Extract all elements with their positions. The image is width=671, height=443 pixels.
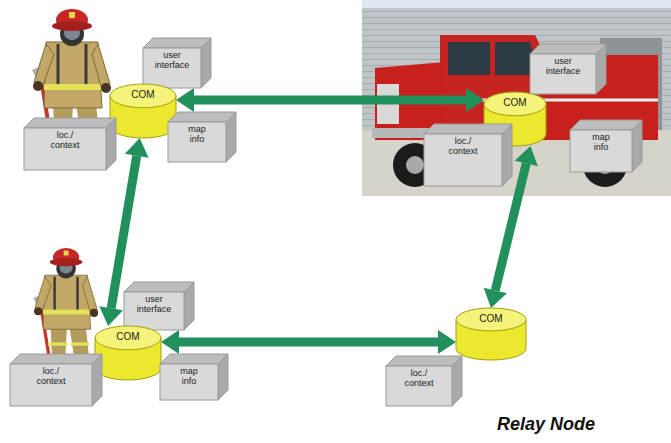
unit-caption: Relay Node xyxy=(497,414,595,435)
module-label: user interface xyxy=(137,295,172,315)
module-label: user interface xyxy=(155,51,190,71)
arrow-head xyxy=(484,288,507,308)
module-box: loc./ context xyxy=(424,124,512,186)
module-label: map info xyxy=(188,125,206,145)
module-box: loc./ context xyxy=(386,356,462,406)
com-label: COM xyxy=(503,97,526,108)
firefighter-figure xyxy=(33,248,98,365)
module-box: user interface xyxy=(124,282,194,330)
module-box: loc./ context xyxy=(10,354,102,406)
arrow-head xyxy=(438,330,456,354)
module-label: map info xyxy=(180,367,198,387)
double-arrow xyxy=(176,88,484,112)
double-arrow xyxy=(161,330,456,354)
arrow-head xyxy=(125,138,149,158)
arrow-head xyxy=(176,88,194,112)
com-label: COM xyxy=(116,331,139,342)
module-label: loc./ context xyxy=(448,137,477,157)
module-label: loc./ context xyxy=(36,367,65,387)
module-box: user interface xyxy=(530,44,606,94)
com-label: COM xyxy=(131,89,154,100)
arrow-head xyxy=(466,88,484,112)
arrow-shaft xyxy=(194,95,466,104)
module-box: map info xyxy=(570,120,642,172)
module-box: map info xyxy=(168,112,236,162)
module-box: map info xyxy=(160,354,228,400)
com-cylinder: COM xyxy=(110,84,176,138)
module-label: loc./ context xyxy=(50,131,79,151)
module-label: loc./ context xyxy=(404,369,433,389)
arrow-head xyxy=(515,146,538,166)
module-label: map info xyxy=(592,133,610,153)
module-label: user interface xyxy=(546,57,581,77)
com-cylinder: COM xyxy=(456,308,526,360)
arrow-head xyxy=(161,330,179,354)
arrow-head xyxy=(99,306,123,326)
arrow-shaft xyxy=(179,337,438,346)
module-box: loc./ context xyxy=(24,118,116,170)
com-label: COM xyxy=(479,313,502,324)
module-box: user interface xyxy=(143,38,211,88)
com-cylinder: COM xyxy=(95,326,161,380)
